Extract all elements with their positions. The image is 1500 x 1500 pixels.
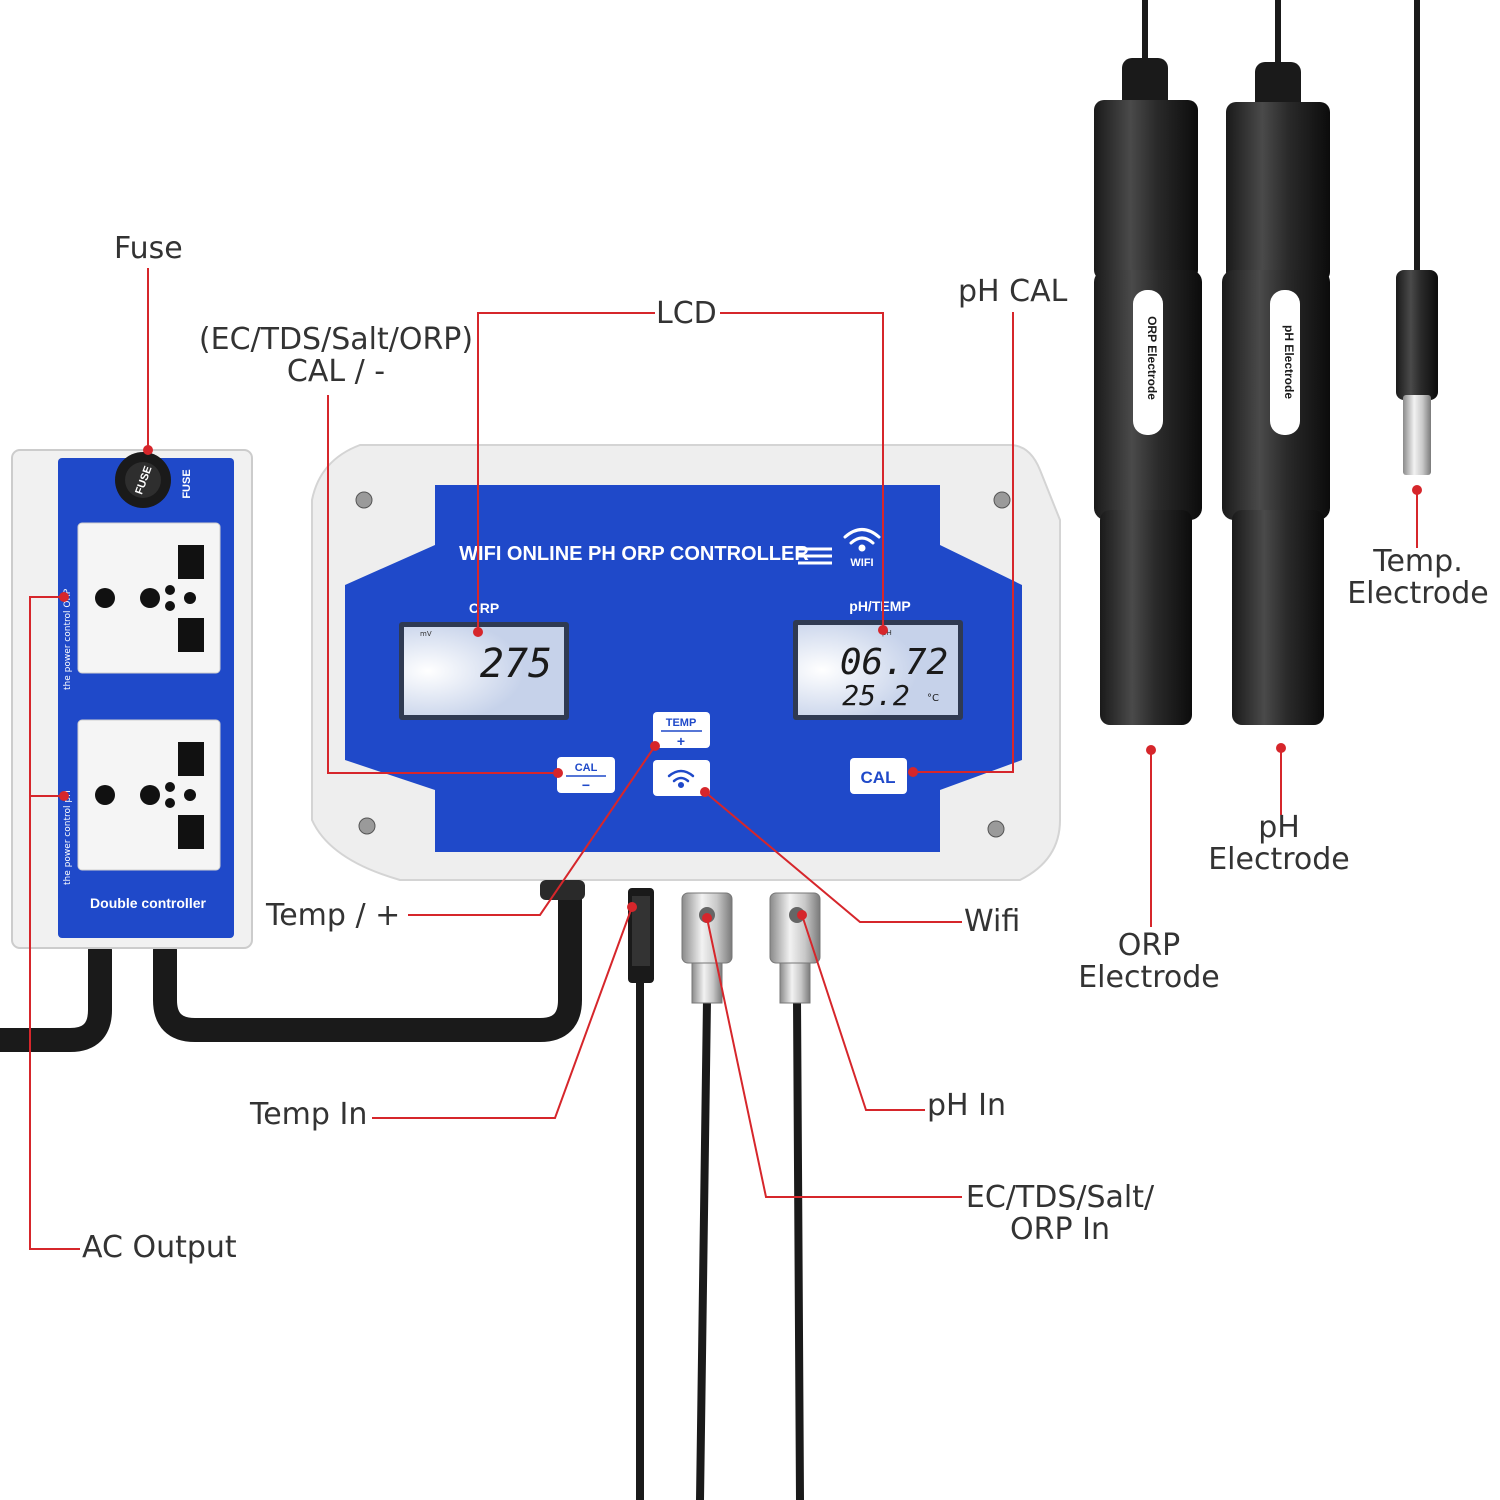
side-text-ph: the power control pH: [63, 790, 73, 885]
label-temp-plus: Temp / +: [266, 898, 401, 933]
wifi-logo-icon: [843, 528, 881, 552]
power-cable-gland: [540, 880, 585, 900]
screw-icon: [987, 820, 1005, 838]
label-ac-output: AC Output: [82, 1230, 237, 1265]
label-fuse: Fuse: [114, 231, 183, 266]
ph-electrode-body-text: pH Electrode: [1282, 325, 1296, 399]
temp-plus-bottom: +: [677, 733, 685, 749]
orp-electrode: [1094, 58, 1202, 725]
cal-minus-top: CAL: [575, 762, 598, 774]
orp-unit: mV: [420, 630, 432, 638]
label-temp-electrode: Temp. Electrode: [1347, 544, 1489, 611]
screw-icon: [993, 491, 1011, 509]
ac-outlet-2[interactable]: [77, 719, 221, 871]
label-ec-cal: (EC/TDS/Salt/ORP) CAL / -: [198, 322, 474, 389]
orp-lcd: [399, 622, 569, 720]
cables: [0, 0, 1420, 1500]
ph-in-cable: [793, 996, 804, 1500]
label-ph-electrode: pH Electrode: [1208, 810, 1350, 877]
ph-cal-text: CAL: [861, 768, 896, 787]
wifi-icon: [667, 769, 695, 789]
ac-outlet-1[interactable]: [77, 522, 221, 674]
controller-device: WIFI ONLINE PH ORP CONTROLLER WIFI ORP p…: [311, 444, 1061, 1004]
screw-icon: [355, 491, 373, 509]
side-text-orp: the power control ORP: [63, 588, 73, 690]
label-wifi: Wifi: [964, 904, 1021, 939]
label-ph-cal: pH CAL: [958, 274, 1068, 309]
power-strip: FUSE FUSE the power control ORP the powe…: [11, 449, 253, 949]
cal-minus-button[interactable]: [557, 757, 615, 793]
wifi-button[interactable]: [653, 760, 710, 796]
title-bars-icon: [798, 547, 832, 565]
label-orp-electrode: ORP Electrode: [1078, 928, 1220, 995]
fuse-side-text: FUSE: [181, 469, 193, 498]
label-temp-in: Temp In: [250, 1097, 368, 1132]
cal-minus-bottom: −: [582, 777, 590, 793]
ec-in-bnc-connector: [681, 892, 733, 1004]
label-lcd: LCD: [656, 296, 717, 331]
temp-electrode: [1396, 270, 1438, 475]
temp-value: 25.2: [842, 679, 909, 712]
wifi-badge-text: WIFI: [850, 557, 873, 569]
orp-value: 275: [480, 641, 552, 687]
temp-in-jack: [628, 888, 654, 983]
power-cable-left: [0, 938, 112, 1052]
temp-unit: °C: [927, 693, 939, 704]
orp-header: ORP: [469, 600, 499, 616]
device-title: WIFI ONLINE PH ORP CONTROLLER: [459, 543, 809, 565]
screw-icon: [358, 817, 376, 835]
power-cable-right: [153, 873, 582, 1042]
ph-electrode: [1222, 62, 1330, 725]
power-strip-footer: Double controller: [90, 895, 206, 911]
label-ec-in: EC/TDS/Salt/ ORP In: [965, 1180, 1155, 1247]
ph-cal-button[interactable]: [850, 758, 907, 794]
ph-header: pH/TEMP: [849, 598, 910, 614]
ph-temp-lcd: [793, 620, 963, 720]
temp-plus-top: TEMP: [666, 717, 697, 729]
orp-electrode-body-text: ORP Electrode: [1145, 316, 1159, 400]
fuse-holder-icon: [115, 452, 171, 508]
label-ph-in: pH In: [927, 1088, 1006, 1123]
callout-dots: [59, 445, 1422, 923]
temp-plus-button[interactable]: [653, 712, 710, 748]
ec-in-cable: [696, 996, 711, 1500]
callout-lines: [29, 268, 1418, 1250]
ph-value: 06.72: [840, 642, 948, 683]
